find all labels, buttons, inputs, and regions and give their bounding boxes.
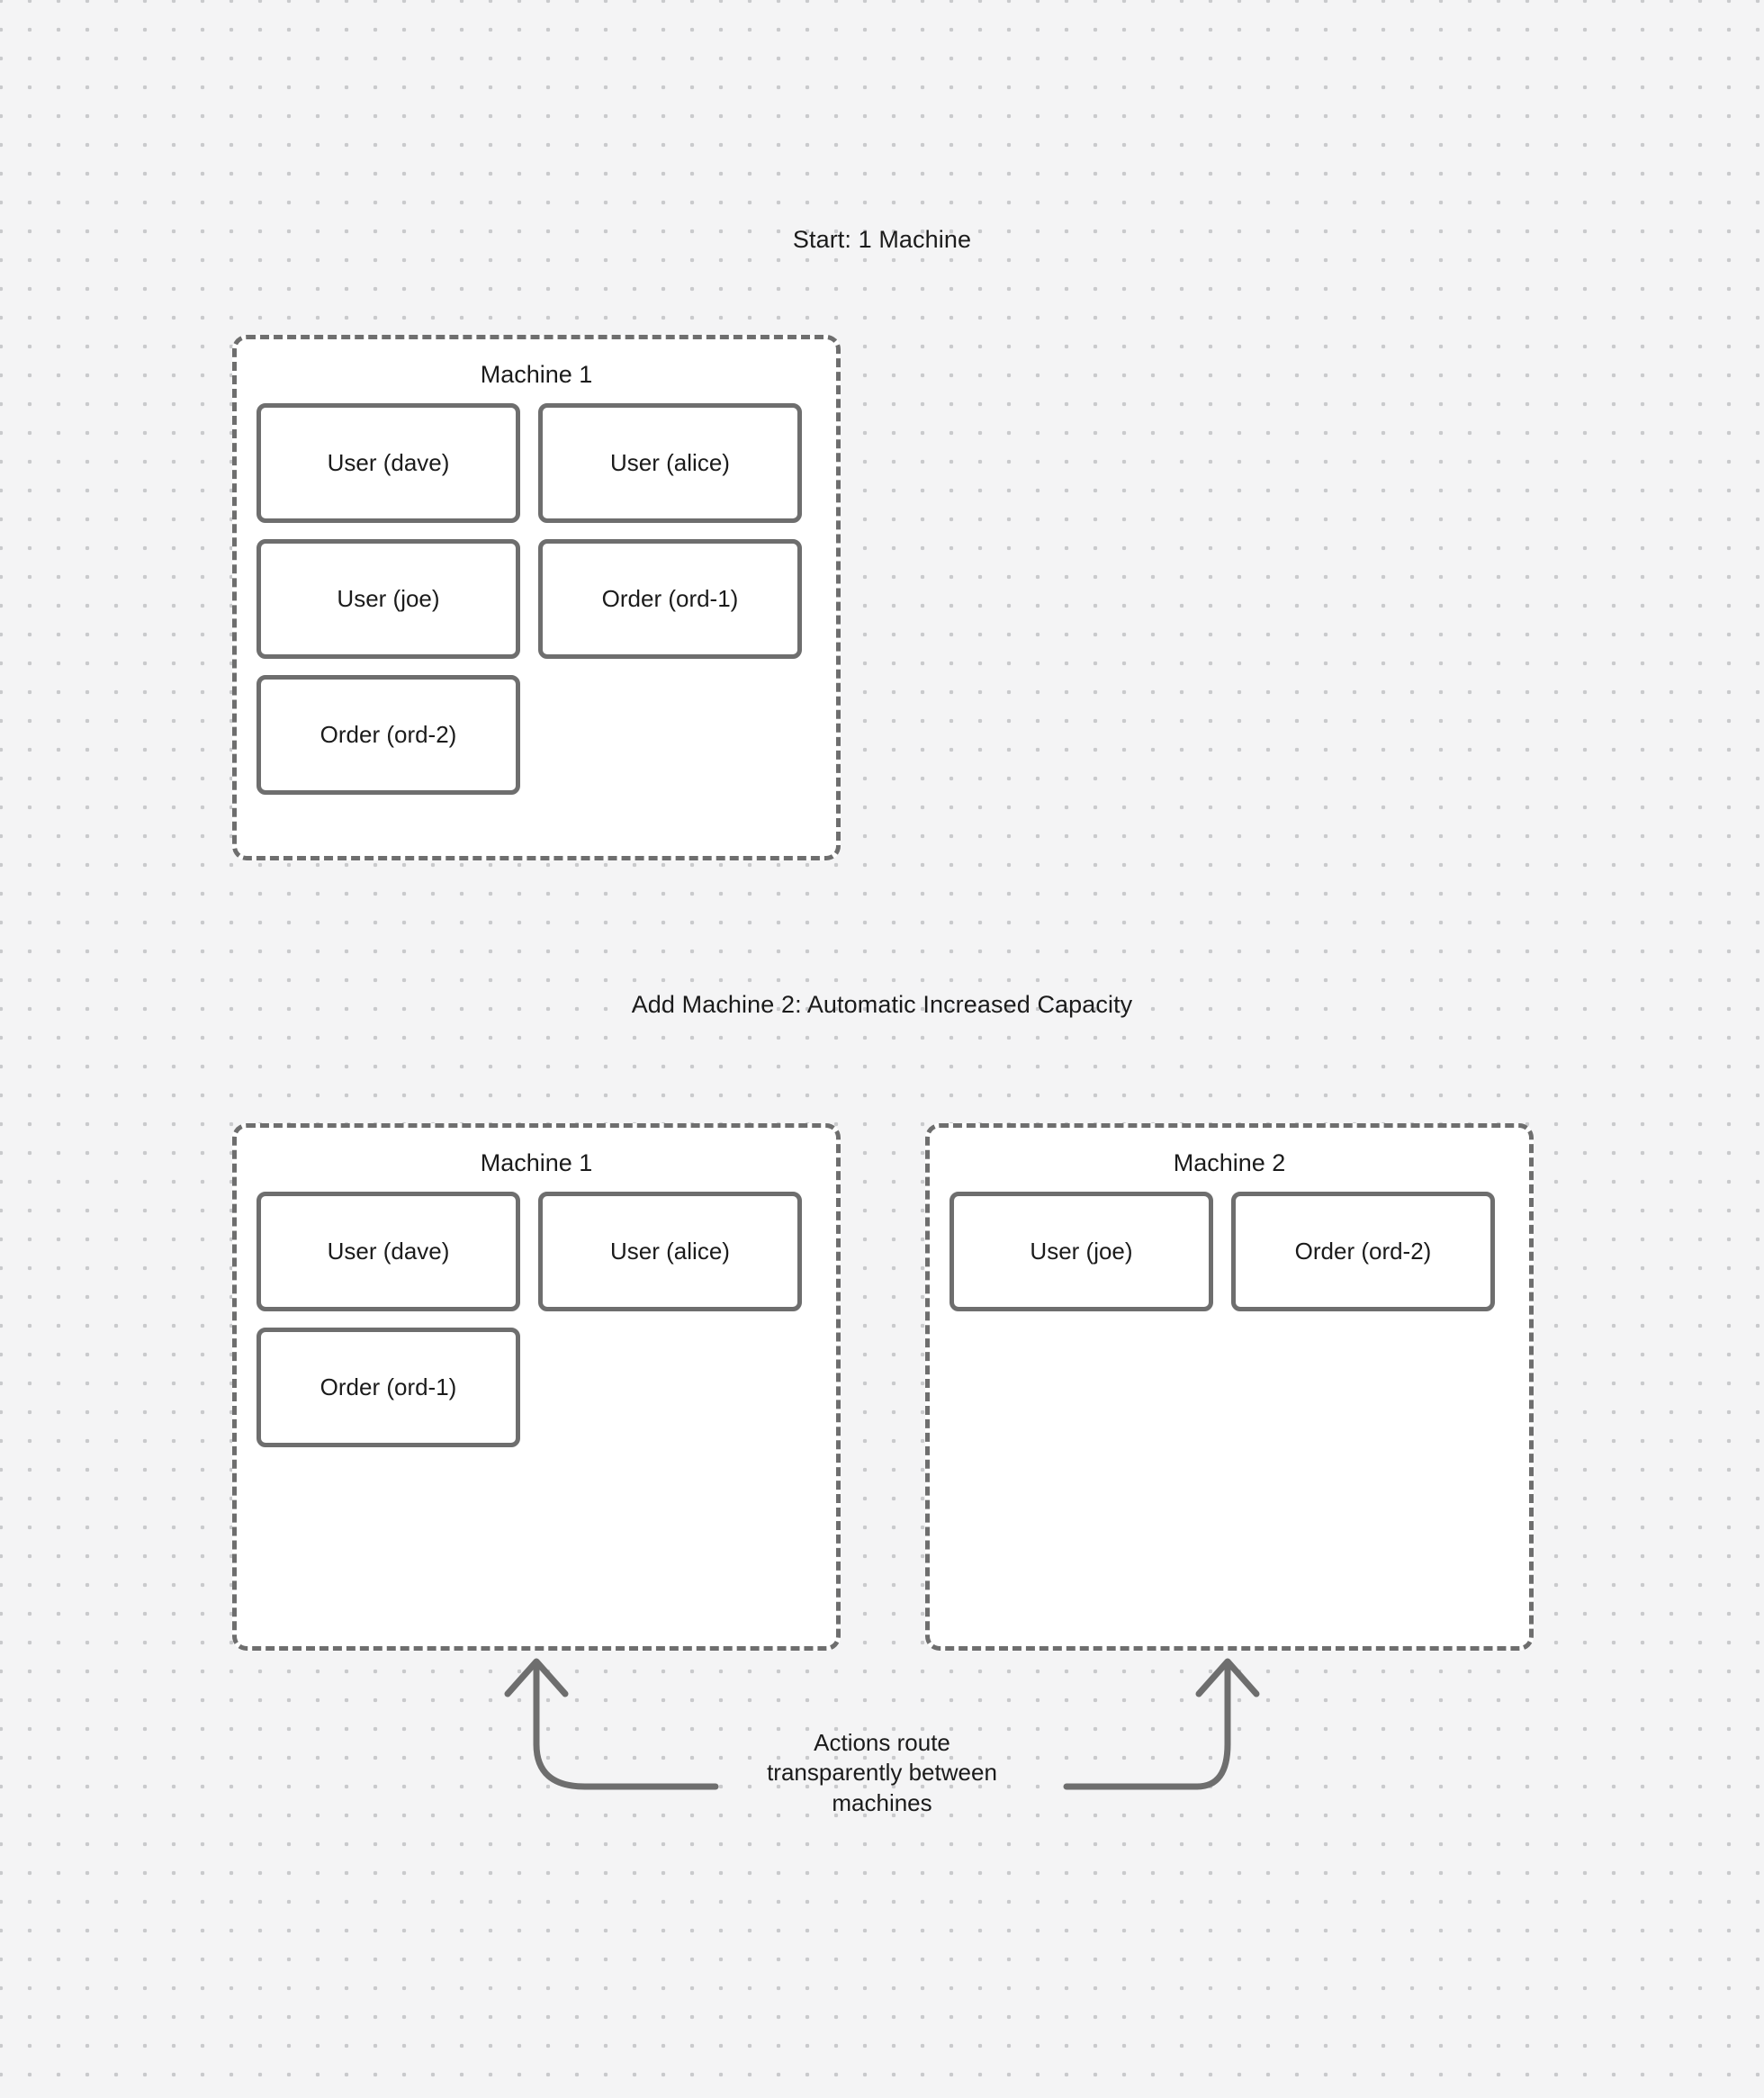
section-title-start-1-machine: Start: 1 Machine (792, 226, 972, 253)
machine-title: Machine 2 (1173, 1149, 1286, 1176)
machine-title: Machine 1 (480, 1149, 593, 1176)
entity-node[interactable]: User (dave) (256, 1192, 520, 1312)
arrowhead-up-left-icon (504, 1658, 569, 1697)
connector-label-line-3: machines (832, 1788, 932, 1816)
node-grid: User (dave) User (alice) User (joe) Orde… (237, 403, 836, 796)
entity-node[interactable]: User (dave) (256, 403, 520, 524)
connector-label: Actions route transparently between mach… (729, 1728, 1035, 1818)
entity-node[interactable]: Order (ord-2) (1231, 1192, 1495, 1312)
entity-node[interactable]: User (joe) (950, 1192, 1213, 1312)
entity-node[interactable]: Order (ord-2) (256, 675, 520, 796)
connector-label-line-1: Actions route (814, 1729, 950, 1756)
machine-container-section1-machine1[interactable]: Machine 1 User (dave) User (alice) User … (232, 335, 841, 860)
section-title-add-machine-2: Add Machine 2: Automatic Increased Capac… (631, 991, 1133, 1018)
entity-node[interactable]: User (alice) (538, 1192, 802, 1312)
machine-container-section2-machine1[interactable]: Machine 1 User (dave) User (alice) Order… (232, 1123, 841, 1651)
entity-node[interactable]: Order (ord-1) (256, 1328, 520, 1448)
node-grid: User (joe) Order (ord-2) (930, 1192, 1529, 1312)
arrowhead-up-right-icon (1195, 1658, 1260, 1697)
entity-node[interactable]: User (joe) (256, 539, 520, 660)
connector-label-line-2: transparently between (767, 1759, 997, 1787)
connector-path-right (1063, 1665, 1231, 1790)
connector-path-left (533, 1665, 719, 1790)
machine-container-section2-machine2[interactable]: Machine 2 User (joe) Order (ord-2) (925, 1123, 1534, 1651)
entity-node[interactable]: User (alice) (538, 403, 802, 524)
machine-title: Machine 1 (480, 361, 593, 388)
node-grid: User (dave) User (alice) Order (ord-1) (237, 1192, 836, 1448)
entity-node[interactable]: Order (ord-1) (538, 539, 802, 660)
